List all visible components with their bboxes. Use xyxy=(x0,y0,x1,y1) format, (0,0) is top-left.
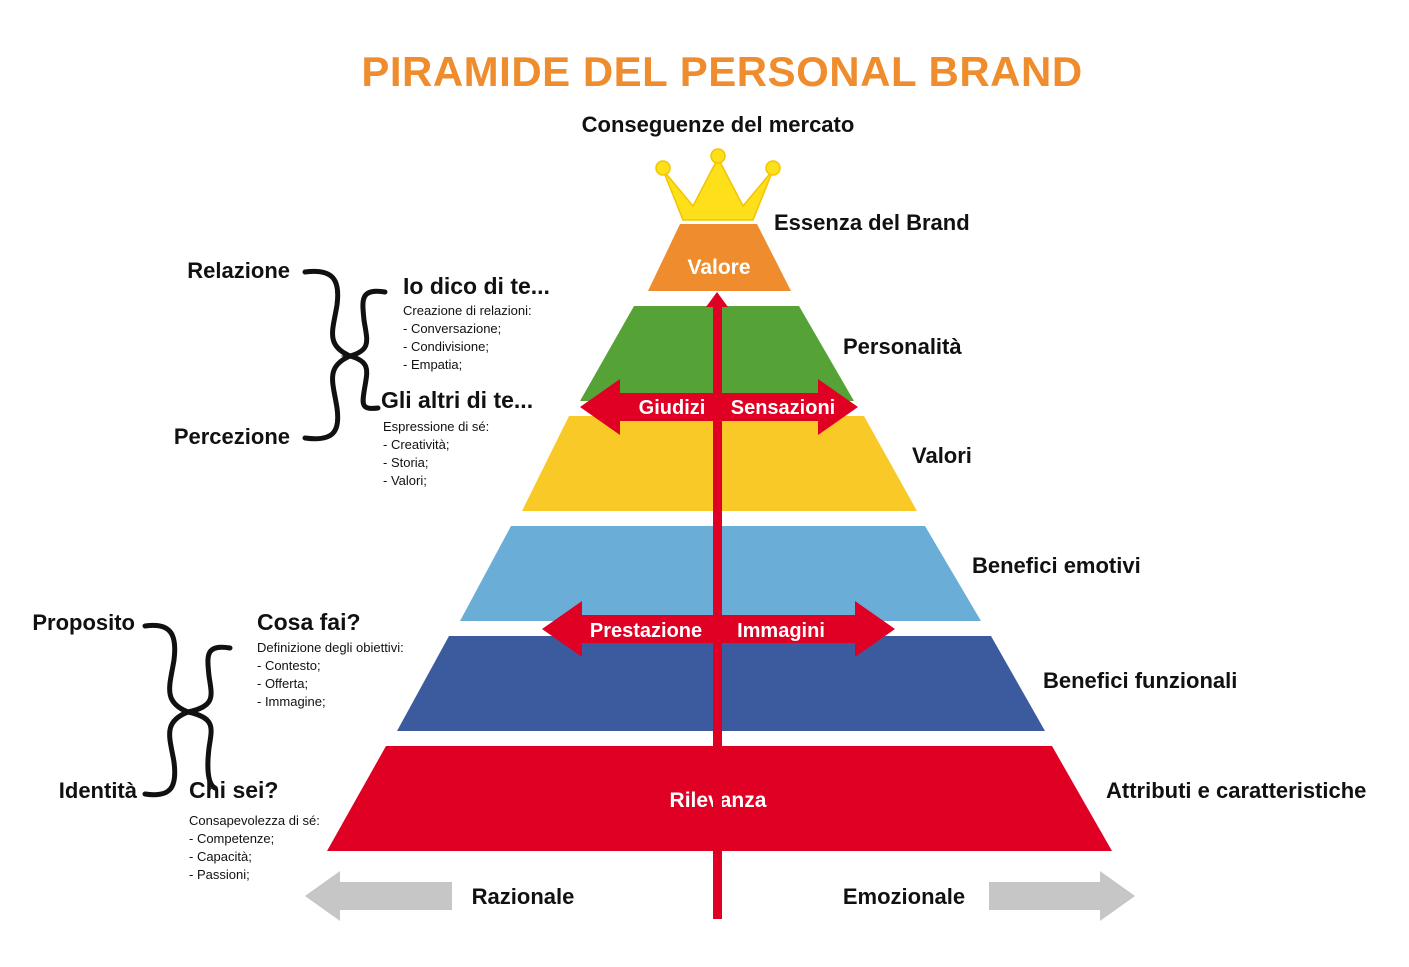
curly-brace-icon xyxy=(302,268,388,442)
layer-label-benefici-funzionali: Benefici funzionali xyxy=(1043,668,1237,693)
group-bottom-item1-heading: Cosa fai? xyxy=(257,609,361,635)
group-top-item1-heading: Io dico di te... xyxy=(403,273,550,299)
group-bottom-item1-line: Definizione degli obiettivi: xyxy=(257,640,404,655)
group-top-item1-line: - Conversazione; xyxy=(403,321,501,336)
group-top-item2-line: - Valori; xyxy=(383,473,427,488)
arrow-label-sensazioni: Sensazioni xyxy=(731,397,835,419)
group-top-left-top: Relazione xyxy=(187,258,290,283)
arrow-label-immagini: Immagini xyxy=(737,620,825,642)
group-bottom-left-bottom: Identità xyxy=(59,778,138,803)
layer-inner-valore: Valore xyxy=(687,256,750,279)
arrow-label-prestazione: Prestazione xyxy=(590,620,702,642)
layer-label-benefici-emotivi: Benefici emotivi xyxy=(972,553,1141,578)
bottom-label-razionale: Razionale xyxy=(472,884,575,909)
group-bottom-item1-line: - Offerta; xyxy=(257,676,308,691)
top-label: Conseguenze del mercato xyxy=(582,112,855,137)
group-top-item2-line: - Creatività; xyxy=(383,437,449,452)
layer-label-personalita: Personalità xyxy=(843,334,962,359)
curly-brace-icon xyxy=(142,622,233,798)
group-top-item2-heading: Gli altri di te... xyxy=(381,387,533,413)
page-title: PIRAMIDE DEL PERSONAL BRAND xyxy=(361,48,1082,95)
arrow-label-giudizi: Giudizi xyxy=(639,397,706,419)
left-arrow-icon xyxy=(305,871,452,921)
double-arrow-icon xyxy=(580,379,858,435)
group-top-item2-line: Espressione di sé: xyxy=(383,419,489,434)
group-bottom-item1-line: - Immagine; xyxy=(257,694,326,709)
right-arrow-icon xyxy=(989,871,1135,921)
group-bottom-item2-line: - Capacità; xyxy=(189,849,252,864)
group-top-item1-line: - Condivisione; xyxy=(403,339,489,354)
group-top-item1-line: Creazione di relazioni: xyxy=(403,303,532,318)
up-arrow-icon xyxy=(706,292,728,919)
layer-label-valori: Valori xyxy=(912,443,972,468)
crown-icon xyxy=(655,148,781,221)
layer-label-attributi: Attributi e caratteristiche xyxy=(1106,778,1366,803)
group-bottom-item1-line: - Contesto; xyxy=(257,658,321,673)
group-bottom-item2-line: - Passioni; xyxy=(189,867,250,882)
layer-label-essenza: Essenza del Brand xyxy=(774,210,970,235)
group-bottom-item2-line: Consapevolezza di sé: xyxy=(189,813,320,828)
group-bottom-item2-heading: Chi sei? xyxy=(189,777,278,803)
group-bottom-left-top: Proposito xyxy=(32,610,135,635)
double-arrow-icon xyxy=(542,601,895,657)
group-top-item2-line: - Storia; xyxy=(383,455,429,470)
group-top-item1-line: - Empatia; xyxy=(403,357,462,372)
group-bottom-item2-line: - Competenze; xyxy=(189,831,274,846)
pyramid-layer-valore xyxy=(648,224,791,291)
bottom-label-emozionale: Emozionale xyxy=(843,884,965,909)
group-top-left-bottom: Percezione xyxy=(174,424,290,449)
